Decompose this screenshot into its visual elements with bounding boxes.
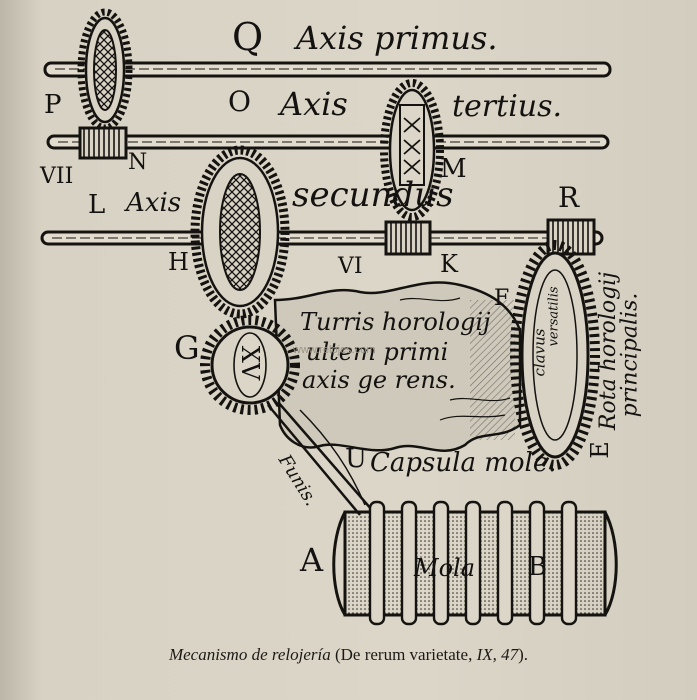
label-o: O bbox=[228, 85, 251, 118]
figure-caption: Mecanismo de relojería (De rerum varieta… bbox=[0, 645, 697, 665]
label-n: N bbox=[128, 150, 148, 175]
mola-drum bbox=[332, 500, 618, 626]
main-wheel-e bbox=[510, 240, 600, 470]
label-xv: XV bbox=[236, 345, 265, 381]
label-turris-2: ultem primi bbox=[306, 338, 449, 366]
label-m: M bbox=[440, 154, 467, 184]
label-clavus-2: versatilis bbox=[546, 286, 562, 347]
label-turris-3: axis ge rens. bbox=[302, 366, 456, 394]
axis-secundus bbox=[40, 230, 604, 246]
caption-source-a: (De rerum varietate, bbox=[334, 645, 477, 664]
pinion-vii bbox=[78, 126, 128, 160]
label-capsula: Capsula mole. bbox=[370, 448, 557, 478]
wheel-xv bbox=[200, 315, 300, 415]
label-axis-secundus-a: Axis bbox=[126, 188, 182, 218]
wheel-p bbox=[77, 8, 133, 132]
label-h: H bbox=[168, 248, 189, 276]
label-r: R bbox=[558, 181, 580, 214]
funis-cord bbox=[267, 401, 373, 516]
label-u: U bbox=[345, 444, 367, 474]
label-axis-tertius-b: tertius. bbox=[452, 89, 563, 124]
watermark: www.relojes.com bbox=[293, 344, 376, 356]
label-mola: Mola bbox=[414, 554, 476, 582]
label-axis-tertius-a: Axis bbox=[280, 85, 348, 123]
label-rota-2: principalis. bbox=[617, 292, 643, 418]
pinion-k bbox=[384, 220, 432, 256]
wheel-m bbox=[380, 79, 444, 221]
axis-tertius bbox=[46, 134, 610, 150]
tower-shape bbox=[273, 281, 522, 452]
label-l: L bbox=[88, 190, 106, 220]
label-clavus-1: clavus bbox=[530, 328, 549, 377]
axis-primus bbox=[43, 61, 612, 78]
label-f: F bbox=[494, 286, 510, 311]
label-e: E bbox=[585, 441, 614, 459]
label-axis-primus: Axis primus. bbox=[296, 19, 498, 57]
caption-source-b: IX, 47 bbox=[476, 645, 519, 664]
wheel-h bbox=[190, 145, 290, 319]
label-q: Q bbox=[232, 15, 264, 59]
label-g: G bbox=[174, 329, 200, 367]
label-b: B bbox=[528, 552, 548, 582]
label-p: P bbox=[44, 90, 62, 120]
caption-title: Mecanismo de relojería bbox=[168, 645, 331, 664]
label-axis-secundus-b: secundus bbox=[292, 175, 454, 215]
label-k: K bbox=[440, 250, 458, 278]
label-vi: VI bbox=[338, 254, 363, 279]
label-vii: VII bbox=[40, 164, 74, 189]
label-turris-1: Turris horologij bbox=[300, 308, 491, 336]
caption-source-c: ). bbox=[518, 645, 529, 664]
label-a: A bbox=[300, 541, 324, 579]
